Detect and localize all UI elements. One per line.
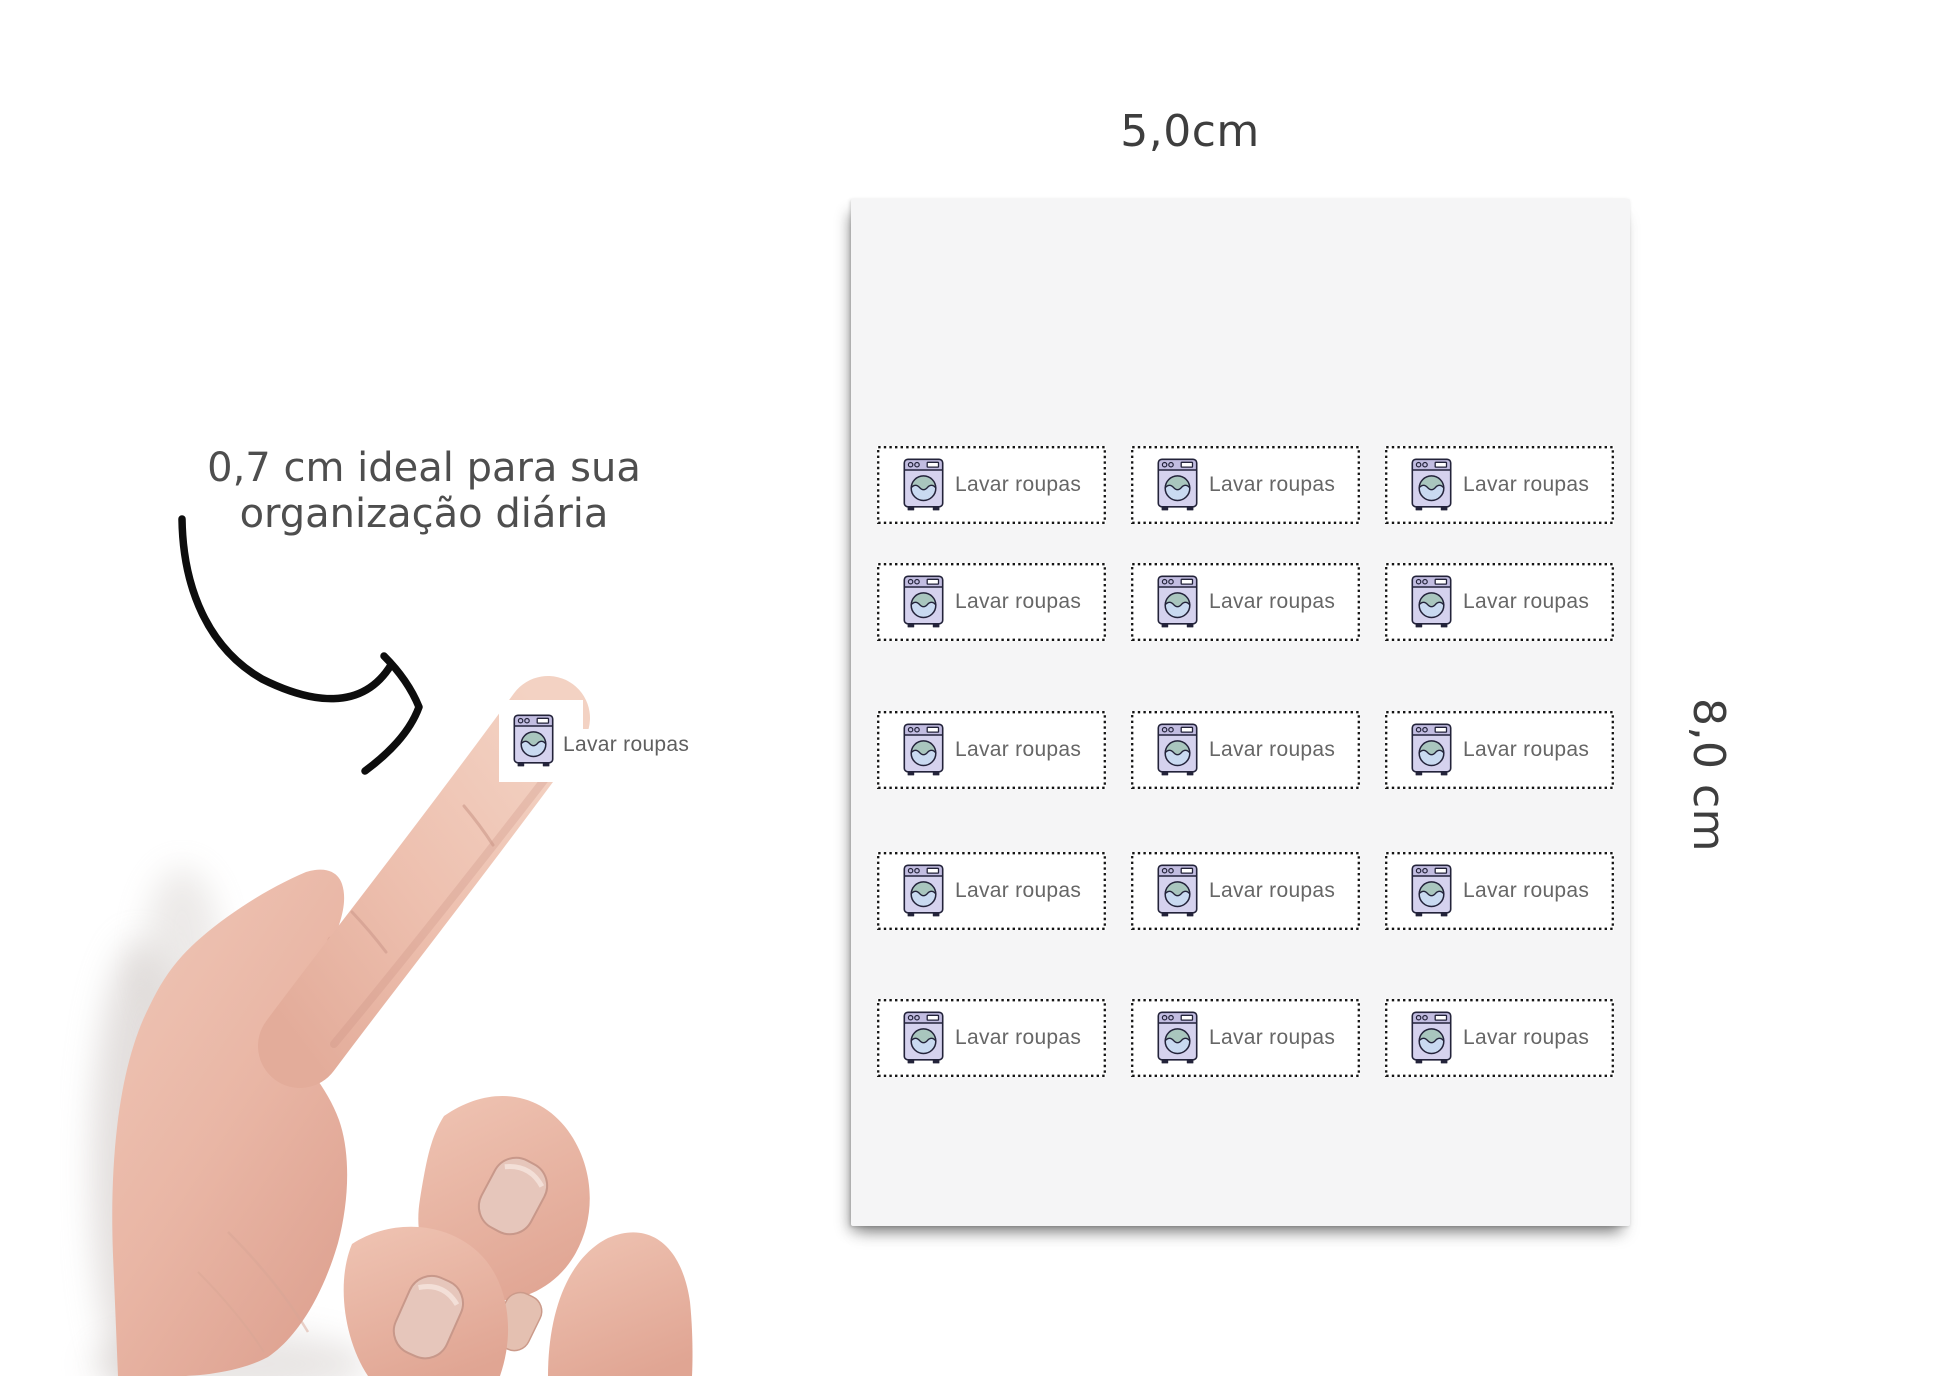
annotation-line2: organização diária [239, 491, 609, 537]
sticker-label: Lavar roupas [1463, 1026, 1590, 1049]
sticker-label: Lavar roupas [1209, 738, 1336, 761]
washing-machine-icon [903, 864, 944, 918]
washing-machine-icon [903, 458, 944, 512]
washing-machine-icon [1157, 575, 1198, 629]
sticker-label: Lavar roupas [955, 1026, 1082, 1049]
sticker-label: Lavar roupas [1463, 473, 1590, 496]
washing-machine-icon [1157, 723, 1198, 777]
washing-machine-icon [1157, 864, 1198, 918]
washing-machine-icon [1411, 723, 1452, 777]
sticker-label: Lavar roupas [1209, 590, 1336, 613]
washing-machine-icon [513, 714, 554, 768]
sticker-label: Lavar roupas [1209, 473, 1336, 496]
sticker-cell: Lavar roupas [1131, 711, 1360, 789]
sticker-cell: Lavar roupas [1385, 999, 1614, 1077]
sticker-cell: Lavar roupas [1131, 446, 1360, 524]
sticker-cell: Lavar roupas [877, 711, 1106, 789]
sheet-height-dimension-label: 8,0 cm [1683, 697, 1734, 853]
sticker-cell: Lavar roupas [1385, 446, 1614, 524]
sticker-cell: Lavar roupas [1385, 852, 1614, 930]
sticker-label: Lavar roupas [955, 738, 1082, 761]
washing-machine-icon [903, 723, 944, 777]
sticker-cell: Lavar roupas [1385, 563, 1614, 641]
sticker-cell: Lavar roupas [1131, 852, 1360, 930]
sticker-row: Lavar roupas Lavar roupas Lavar roupas [877, 852, 1614, 930]
mini-sticker-label-background [561, 729, 693, 762]
sticker-cell: Lavar roupas [877, 446, 1106, 524]
sticker-cell: Lavar roupas [1131, 999, 1360, 1077]
sticker-cell: Lavar roupas [877, 852, 1106, 930]
sticker-cell: Lavar roupas [877, 999, 1106, 1077]
washing-machine-icon [1411, 458, 1452, 512]
curved-arrow-icon [178, 515, 423, 775]
washing-machine-icon [1157, 458, 1198, 512]
sticker-label: Lavar roupas [955, 879, 1082, 902]
sticker-label: Lavar roupas [955, 590, 1082, 613]
washing-machine-icon [1411, 575, 1452, 629]
sticker-row: Lavar roupas Lavar roupas Lavar roupas [877, 563, 1614, 641]
annotation-line1: 0,7 cm ideal para sua [207, 445, 641, 491]
sticker-row: Lavar roupas Lavar roupas Lavar roupas [877, 999, 1614, 1077]
sheet-width-dimension-label: 5,0cm [1120, 106, 1260, 157]
sticker-cell: Lavar roupas [1131, 563, 1360, 641]
sticker-cell: Lavar roupas [877, 563, 1106, 641]
sticker-label: Lavar roupas [1463, 590, 1590, 613]
washing-machine-icon [1411, 864, 1452, 918]
washing-machine-icon [1157, 1011, 1198, 1065]
sticker-cell: Lavar roupas [1385, 711, 1614, 789]
sticker-sheet: Lavar roupas Lavar roupas Lavar roupas L… [851, 199, 1630, 1226]
sticker-label: Lavar roupas [1209, 879, 1336, 902]
washing-machine-icon [903, 575, 944, 629]
sticker-label: Lavar roupas [1209, 1026, 1336, 1049]
mini-sticker-label: Lavar roupas [563, 733, 690, 756]
sticker-row: Lavar roupas Lavar roupas Lavar roupas [877, 711, 1614, 789]
washing-machine-icon [903, 1011, 944, 1065]
sticker-label: Lavar roupas [955, 473, 1082, 496]
sticker-label: Lavar roupas [1463, 738, 1590, 761]
annotation-text: 0,7 cm ideal para sua organização diária [104, 445, 744, 537]
washing-machine-icon [1411, 1011, 1452, 1065]
sticker-label: Lavar roupas [1463, 879, 1590, 902]
sticker-row: Lavar roupas Lavar roupas Lavar roupas [877, 446, 1614, 524]
